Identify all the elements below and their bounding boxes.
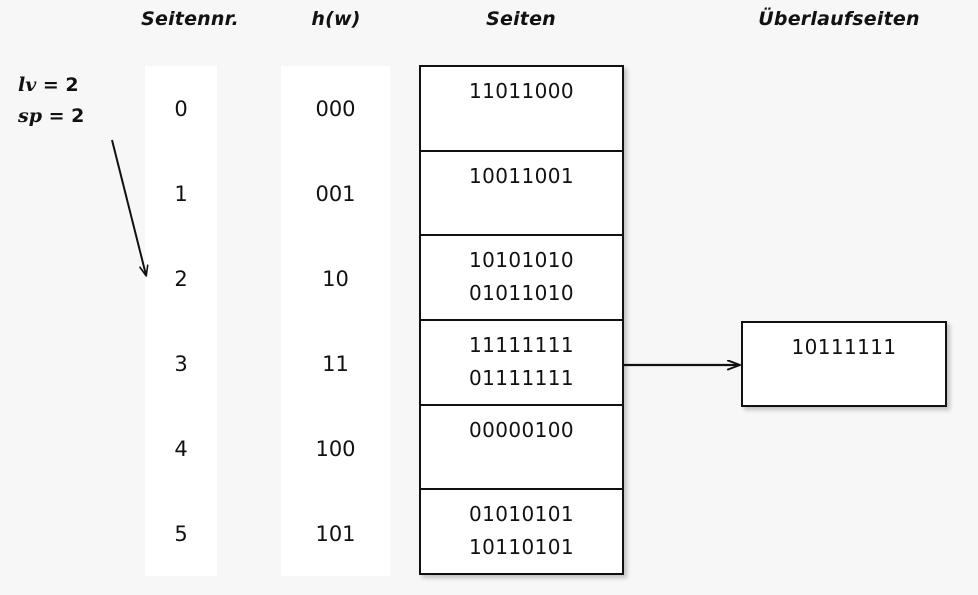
page-row: 11111111 01111111 <box>421 321 622 406</box>
parameter-sp-value: = 2 <box>48 105 85 127</box>
page-entry: 01111111 <box>469 366 574 391</box>
overflow-page-box: 10111111 <box>741 321 947 407</box>
page-row: 10011001 <box>421 151 622 237</box>
pages-table: 11011000 10011001 10101010 01011010 1111… <box>419 65 624 575</box>
page-number-cell: 3 <box>174 351 188 376</box>
page-entry: 01011010 <box>469 281 574 306</box>
page-row: 00000100 <box>421 405 622 491</box>
parameter-labels: lv = 2 sp = 2 <box>18 70 84 132</box>
page-entry: 10101010 <box>469 248 574 273</box>
hash-value-cell: 101 <box>315 521 356 546</box>
parameter-sp: sp = 2 <box>18 101 84 132</box>
hash-value-cell: 100 <box>315 436 356 461</box>
parameter-lv-value: = 2 <box>42 74 79 96</box>
page-entry: 00000100 <box>469 417 574 442</box>
page-number-cell: 1 <box>174 181 188 206</box>
page-number-cell: 2 <box>174 266 188 291</box>
page-number-cell: 4 <box>174 436 188 461</box>
page-number-cell: 0 <box>174 96 188 121</box>
page-number-column: 0 1 2 3 4 5 <box>145 66 217 576</box>
split-pointer-arrow <box>111 139 149 277</box>
page-row: 10101010 01011010 <box>421 236 622 322</box>
parameter-sp-symbol: sp <box>18 105 42 127</box>
page-number-cell: 5 <box>174 521 188 546</box>
page-entry: 11111111 <box>469 333 574 358</box>
hash-value-cell: 11 <box>322 351 349 376</box>
overflow-page-entry: 10111111 <box>791 335 897 359</box>
hash-value-column: 000 001 10 11 100 101 <box>281 66 390 576</box>
hash-value-cell: 001 <box>315 181 356 206</box>
column-header-seiten: Seiten <box>486 8 556 30</box>
column-header-ueberlaufseiten: Überlaufseiten <box>758 8 920 30</box>
page-row: 01010101 10110101 <box>421 490 622 574</box>
column-header-hash-function: h(w) <box>311 8 361 30</box>
hash-value-cell: 10 <box>322 266 349 291</box>
parameter-lv-symbol: lv <box>18 74 37 96</box>
page-entry: 10011001 <box>469 163 574 188</box>
page-entry: 10110101 <box>469 535 574 560</box>
page-entry: 01010101 <box>469 502 574 527</box>
page-row: 11011000 <box>421 67 622 152</box>
hash-value-cell: 000 <box>315 96 356 121</box>
parameter-lv: lv = 2 <box>18 70 84 101</box>
page-entry: 11011000 <box>469 79 574 103</box>
column-header-seitennr: Seitennr. <box>141 8 239 30</box>
